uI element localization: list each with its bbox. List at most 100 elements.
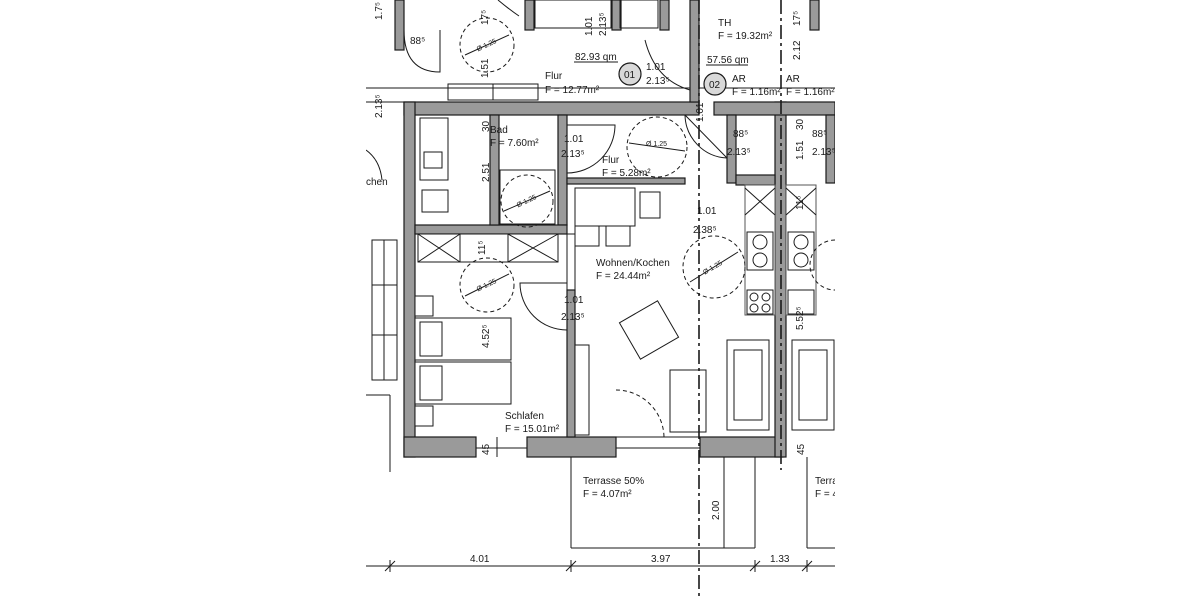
unit-01-area: 82.93 qm — [575, 52, 617, 63]
top-unit-wall-f — [809, 0, 820, 31]
room-area-wohnen: F = 24.44m² — [596, 271, 651, 282]
room-area-schlafen: F = 15.01m² — [505, 424, 560, 435]
bad-door-swing — [566, 124, 616, 174]
room-area-th: F = 19.32m² — [718, 31, 773, 42]
room-area-flur-top: F = 12.77m² — [545, 85, 600, 96]
washbasin — [423, 151, 443, 169]
bed-1-pillow — [419, 321, 443, 357]
unit-badge-01-label: 01 — [624, 70, 636, 81]
room-area-terrasse-right: F = 4 — [815, 489, 839, 500]
bad-door-w: 1.01 — [564, 134, 584, 145]
room-name-bad: Bad — [490, 125, 508, 136]
unit-01-door-h: 2.13⁵ — [646, 76, 670, 87]
turning-circle-wohnen — [682, 235, 746, 299]
room-name-flur: Flur — [602, 155, 620, 166]
room-area-ar-2: F = 1.16m² — [786, 87, 835, 98]
room-name-flur-top: Flur — [545, 71, 563, 82]
top-door-swing-c — [644, 39, 691, 91]
wall-bottom-mid — [526, 436, 617, 458]
entry-door-swing — [684, 114, 728, 159]
unit-badge-02 — [703, 72, 727, 96]
bad-door-h: 2.13⁵ — [561, 149, 585, 160]
turning-circle-flur — [626, 116, 688, 178]
top-door-swing — [403, 29, 441, 73]
entry-door-h: 2.38⁵ — [693, 225, 717, 236]
turning-circle-label-4: Ø 1.25 — [476, 278, 498, 293]
room-name-ar-1: AR — [732, 74, 746, 85]
ar-left-door-h: 2.13⁵ — [727, 147, 751, 158]
wall-bad-bottom — [414, 224, 568, 235]
top-unit-wall-a — [394, 0, 405, 51]
dim-wall-30: 30 — [481, 120, 492, 132]
turning-circle-schlafen — [459, 257, 515, 313]
turning-circle-top — [459, 17, 515, 73]
coffee-table — [669, 369, 707, 433]
top-unit-wall-e — [689, 0, 700, 103]
schlafen-door-w: 1.01 — [564, 295, 584, 306]
room-name-schlafen: Schlafen — [505, 411, 544, 422]
wall-top — [403, 101, 700, 116]
top-unit-wall-b — [524, 0, 535, 31]
unit-01-door-w: 1.01 — [646, 62, 666, 73]
dim-right-151: 1.51 — [795, 140, 806, 160]
dim-top-151: 1.51 — [480, 58, 491, 78]
shelf — [574, 344, 590, 436]
nightstand-2 — [414, 405, 434, 427]
wall-ar-left-bottom — [735, 174, 776, 186]
top-window-c — [619, 0, 659, 29]
dim-top-175: 17⁵ — [792, 11, 803, 26]
dim-right-30: 30 — [795, 118, 806, 130]
room-name-th: TH — [718, 18, 731, 29]
dim-terrace-depth: 2.00 — [711, 500, 722, 520]
schlafen-door-h: 2.13⁵ — [561, 312, 585, 323]
dining-chair-3 — [639, 191, 661, 219]
kitchen-left — [744, 184, 776, 316]
dim-top-17: 17⁵ — [480, 10, 491, 25]
wall-flur-right — [566, 177, 686, 185]
wall-ar-right — [825, 114, 835, 184]
dim-right-552: 5.52⁵ — [795, 306, 806, 330]
entry-door-w: 1.01 — [697, 206, 717, 217]
toilet — [421, 189, 449, 213]
turning-circle-label-2: Ø 1.25 — [646, 141, 667, 148]
room-name-terrasse: Terrasse 50% — [583, 476, 644, 487]
ar-left-door-w: 88⁵ — [733, 129, 748, 140]
wardrobe — [417, 233, 559, 263]
schlafen-door-swing — [519, 282, 568, 331]
room-area-terrasse: F = 4.07m² — [583, 489, 632, 500]
dim-top-door-h: 2.13⁵ — [598, 12, 609, 36]
dim-bottom-3: 1.33 — [770, 554, 790, 565]
left-door-swing — [366, 149, 383, 181]
terrace-door-swing — [615, 389, 665, 438]
bathtub — [419, 117, 449, 181]
wall-top-right — [713, 101, 835, 116]
dim-wall-11a: 11⁵ — [477, 240, 488, 255]
turning-circle-label-1: Ø 1.25 — [476, 38, 498, 53]
wall-bottom-left — [403, 436, 477, 458]
top-unit-wall-d — [659, 0, 670, 31]
bed-2-pillow — [419, 365, 443, 401]
dim-wall-45a: 45 — [481, 443, 492, 455]
top-left-door-w: 88⁵ — [410, 36, 425, 47]
wall-shaft — [566, 233, 576, 291]
dim-entry-vert: 1.01 — [695, 102, 706, 122]
nightstand-1 — [414, 295, 434, 317]
wall-ar-left — [726, 114, 737, 184]
top-window-b — [534, 0, 612, 29]
room-area-bad: F = 7.60m² — [490, 138, 539, 149]
unit-badge-01 — [618, 62, 642, 86]
wall-left — [403, 101, 416, 458]
room-area-flur: F = 5.28m² — [602, 168, 651, 179]
wall-bad-right — [557, 114, 568, 226]
turning-circle-label-5: Ø 1.25 — [702, 260, 724, 277]
dim-left-175: 1.7⁵ — [374, 2, 385, 20]
wall-bottom-right — [699, 436, 784, 458]
top-unit-wall-c — [611, 0, 622, 31]
dim-top-door-w: 1.01 — [584, 16, 595, 36]
dining-chair-1 — [574, 225, 600, 247]
turning-circle-bad — [500, 174, 554, 228]
dim-right-11: 11⁵ — [795, 195, 806, 210]
room-area-ar-1: F = 1.16m² — [732, 87, 781, 98]
dim-top-212: 2.12 — [792, 40, 803, 60]
